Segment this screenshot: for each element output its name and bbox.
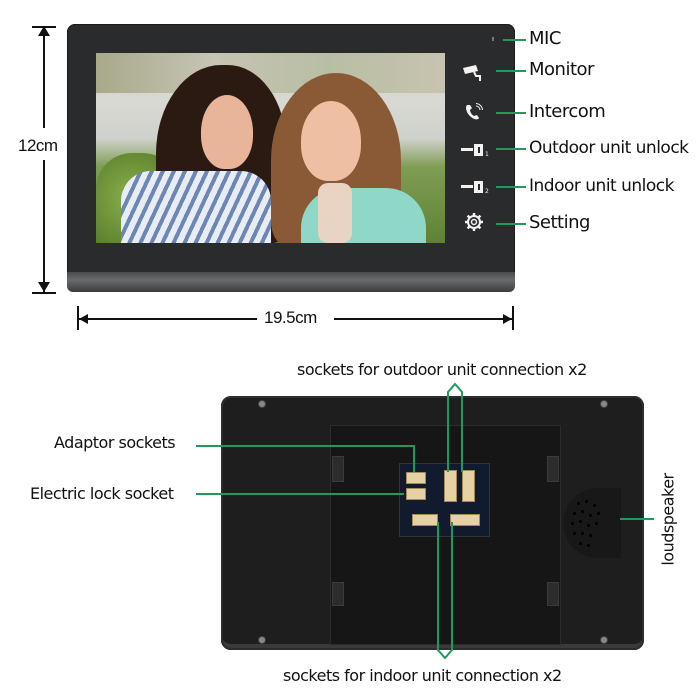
screw-top-right: [600, 400, 608, 408]
outdoor-socket-2[interactable]: [462, 470, 475, 502]
callout-line-outdoor-unlock: [496, 148, 526, 150]
screw-bottom-right: [600, 636, 608, 644]
callout-label-adaptor-sockets: Adaptor sockets: [54, 433, 176, 452]
photo-person-left-face: [201, 95, 253, 169]
callout-line-monitor: [496, 70, 526, 72]
adaptor-socket[interactable]: [406, 472, 426, 484]
callout-label-intercom: Intercom: [529, 101, 606, 122]
mount-slot-right-upper: [547, 456, 559, 482]
width-dim-left-tick: [77, 306, 79, 330]
callout-line-electric-lock: [196, 493, 404, 495]
width-dim-right-tick: [512, 306, 514, 330]
callout-line-indoor-unlock: [496, 186, 526, 188]
callout-label-electric-lock: Electric lock socket: [30, 484, 174, 503]
callout-line-adaptor-sockets: [196, 445, 415, 472]
svg-text:1: 1: [485, 151, 489, 158]
callout-label-monitor: Monitor: [529, 59, 594, 80]
height-arrow-down-icon: [38, 282, 50, 292]
screw-top-left: [258, 400, 266, 408]
photo-person-right-top: [318, 183, 352, 243]
callout-line-outdoor-sockets: [447, 382, 463, 472]
callout-label-indoor-sockets: sockets for indoor unit connection x2: [283, 666, 562, 685]
monitor-screen: [96, 53, 445, 243]
height-dimension-label: 12cm: [18, 136, 58, 155]
cctv-camera-icon[interactable]: [462, 64, 484, 84]
key-door-icon[interactable]: 2: [460, 179, 490, 195]
callout-line-mic: [503, 39, 526, 41]
width-arrow-right-icon: [503, 314, 512, 324]
mount-slot-right-lower: [547, 582, 559, 606]
svg-text:2: 2: [485, 188, 489, 195]
callout-line-loudspeaker: [620, 518, 654, 520]
mic-hole-icon: [492, 37, 494, 41]
width-dimension-label: 19.5cm: [264, 308, 317, 327]
connector-board: [399, 463, 490, 537]
callout-label-outdoor-unlock: Outdoor unit unlock: [529, 138, 689, 158]
callout-label-indoor-unlock: Indoor unit unlock: [529, 176, 674, 196]
mount-slot-left-upper: [332, 456, 344, 482]
height-arrow-up-icon: [38, 26, 50, 36]
callout-label-setting: Setting: [529, 212, 590, 233]
height-dim-line-lower: [43, 160, 45, 292]
callout-label-mic: MIC: [529, 28, 561, 49]
gear-icon[interactable]: [464, 212, 484, 232]
width-arrow-left-icon: [79, 314, 88, 324]
monitor-bottom-bezel: [67, 272, 515, 292]
callout-line-setting: [496, 223, 526, 225]
callout-label-loudspeaker: loudspeaker: [658, 473, 678, 566]
callout-line-indoor-sockets: [437, 522, 453, 660]
outdoor-socket-1[interactable]: [444, 470, 457, 502]
photo-person-left-shirt: [121, 171, 271, 243]
phone-call-icon[interactable]: [464, 103, 484, 121]
mount-slot-left-lower: [332, 582, 344, 606]
callout-label-outdoor-sockets: sockets for outdoor unit connection x2: [297, 360, 587, 379]
electric-lock-socket[interactable]: [406, 488, 426, 500]
callout-line-intercom: [496, 112, 526, 114]
key-door-icon[interactable]: 1: [460, 142, 490, 158]
photo-background: [96, 53, 445, 93]
loudspeaker-grille: [563, 488, 621, 558]
width-dim-line-left: [79, 318, 257, 320]
height-dim-bottom-tick: [32, 292, 56, 294]
indoor-socket-1[interactable]: [412, 514, 438, 526]
height-dim-line-upper: [43, 28, 45, 128]
photo-person-right-face: [301, 101, 361, 181]
width-dim-line-right: [334, 318, 512, 320]
indoor-socket-2[interactable]: [450, 514, 480, 526]
screw-bottom-left: [258, 636, 266, 644]
